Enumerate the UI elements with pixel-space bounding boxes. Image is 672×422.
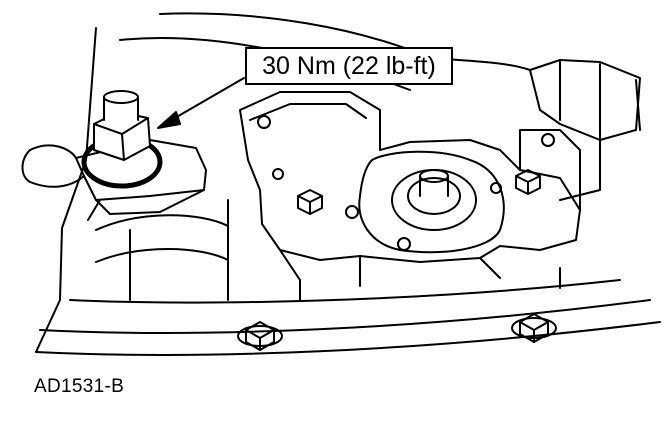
plate-holes (257, 115, 555, 251)
callout-leader-arrow (157, 77, 245, 129)
center-shaft (391, 169, 477, 231)
torque-callout: 30 Nm (22 lb-ft) (245, 47, 453, 85)
torque-bolt (81, 90, 163, 189)
plate-bolt-left (297, 189, 323, 215)
shift-lever (21, 139, 207, 221)
transmission-case (35, 12, 661, 356)
pan-bolt-right (511, 313, 557, 343)
pan-bolt-left (237, 321, 283, 351)
upper-bracket (419, 55, 641, 201)
torque-label: 30 Nm (22 lb-ft) (262, 51, 436, 80)
figure-id-label: AD1531-B (34, 376, 125, 397)
valve-body-plate (239, 91, 581, 287)
plate-bolt-right (515, 169, 541, 195)
